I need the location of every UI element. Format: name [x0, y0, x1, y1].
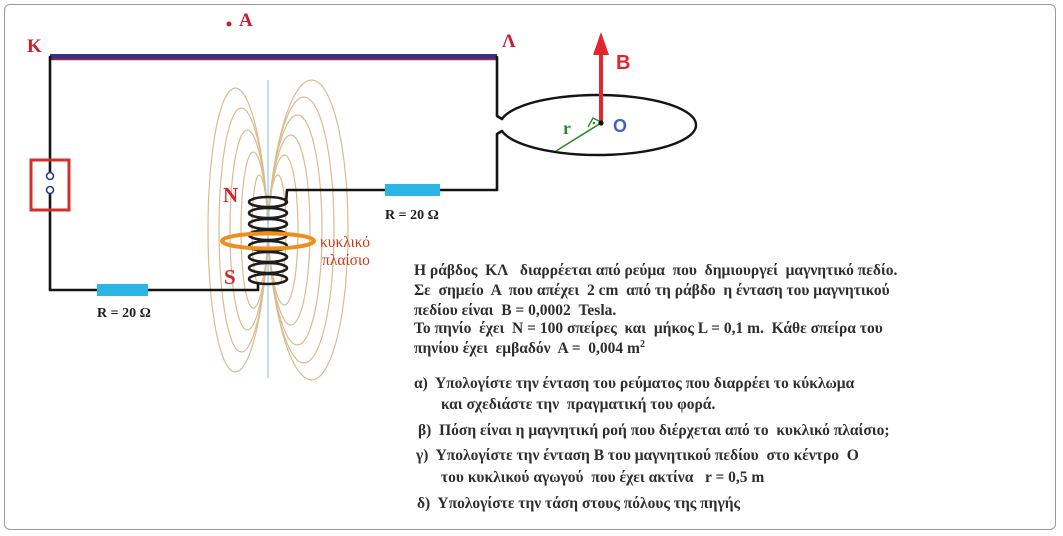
question-d: δ) Υπολογίστε την τάση στους πόλους της … [417, 495, 741, 512]
question-a: α) Υπολογίστε την ένταση του ρεύματος πο… [414, 375, 855, 392]
statement-text: πηνίου έχει εμβαδόν Α = 0,004 m [414, 340, 640, 357]
source-terminal-bottom [45, 185, 55, 195]
circular-frame-ring [220, 231, 316, 251]
statement-line: Η ράβδος ΚΛ διαρρέεται από ρεύμα που δημ… [414, 262, 898, 279]
resistor-top [385, 184, 440, 196]
question-b: β) Πόση είναι η μαγνητική ροή που διέρχε… [418, 422, 890, 439]
field-line [207, 87, 268, 373]
statement-line: Σε σημείο Α που απέχει 2 cm από τη ράβδο… [414, 282, 890, 299]
area-exponent: 2 [639, 339, 645, 350]
statement-line: πηνίου έχει εμβαδόν Α = 0,004 m2 [414, 340, 645, 358]
power-source [29, 158, 71, 212]
point-a-label: Α [239, 10, 253, 31]
field-line [218, 107, 269, 353]
point-a-marker [226, 21, 232, 27]
radius-label: r [563, 118, 571, 138]
wire-solenoid-to-resistor [284, 188, 387, 205]
rod-start-label: Κ [27, 36, 42, 57]
question-c-continued: του κυκλικού αγωγού που έχει ακτίνα r = … [441, 469, 765, 486]
rod-kl [50, 54, 497, 60]
center-label: O [613, 116, 627, 136]
north-pole-label: N [223, 183, 238, 207]
right-angle-dot [592, 121, 596, 125]
field-line [268, 79, 349, 381]
right-angle-mark [587, 117, 602, 128]
frame-label-line1: κυκλικό [320, 234, 370, 251]
resistor-bottom-label: R = 20 Ω [97, 306, 151, 321]
circular-conductor [501, 93, 698, 157]
resistor-bottom [97, 284, 148, 296]
field-line [229, 129, 269, 331]
question-c: γ) Υπολογίστε την ένταση Β του μαγνητικο… [416, 447, 859, 464]
magnetic-field-lines [207, 79, 349, 381]
page-border [4, 4, 1056, 530]
radius-line [555, 122, 602, 152]
center-point [598, 120, 604, 126]
source-terminal-top [45, 171, 55, 181]
field-line [268, 96, 335, 364]
field-line [240, 151, 269, 309]
arrow-up-icon [593, 32, 609, 55]
field-vector-label: B [616, 52, 630, 74]
field-line [267, 154, 299, 306]
field-line [267, 134, 311, 326]
coil-turn [247, 272, 289, 286]
rod-end-label: Λ [502, 31, 516, 52]
south-pole-label: S [224, 265, 236, 289]
statement-line: Το πηνίο έχει Ν = 100 σπείρες και μήκος … [414, 320, 883, 337]
frame-label-line2: πλαίσιο [322, 252, 370, 269]
resistor-top-label: R = 20 Ω [385, 208, 439, 223]
wire-left-lower [48, 192, 99, 292]
question-a-continued: και σχεδιάστε την πραγματική του φορά. [441, 396, 716, 413]
wire-right-upper [495, 55, 504, 121]
wire-bottom-to-solenoid [146, 281, 260, 292]
field-line [268, 114, 323, 346]
wire-right-lower [438, 129, 504, 192]
statement-line: πεδίου είναι Β = 0,0002 Tesla. [414, 302, 617, 319]
